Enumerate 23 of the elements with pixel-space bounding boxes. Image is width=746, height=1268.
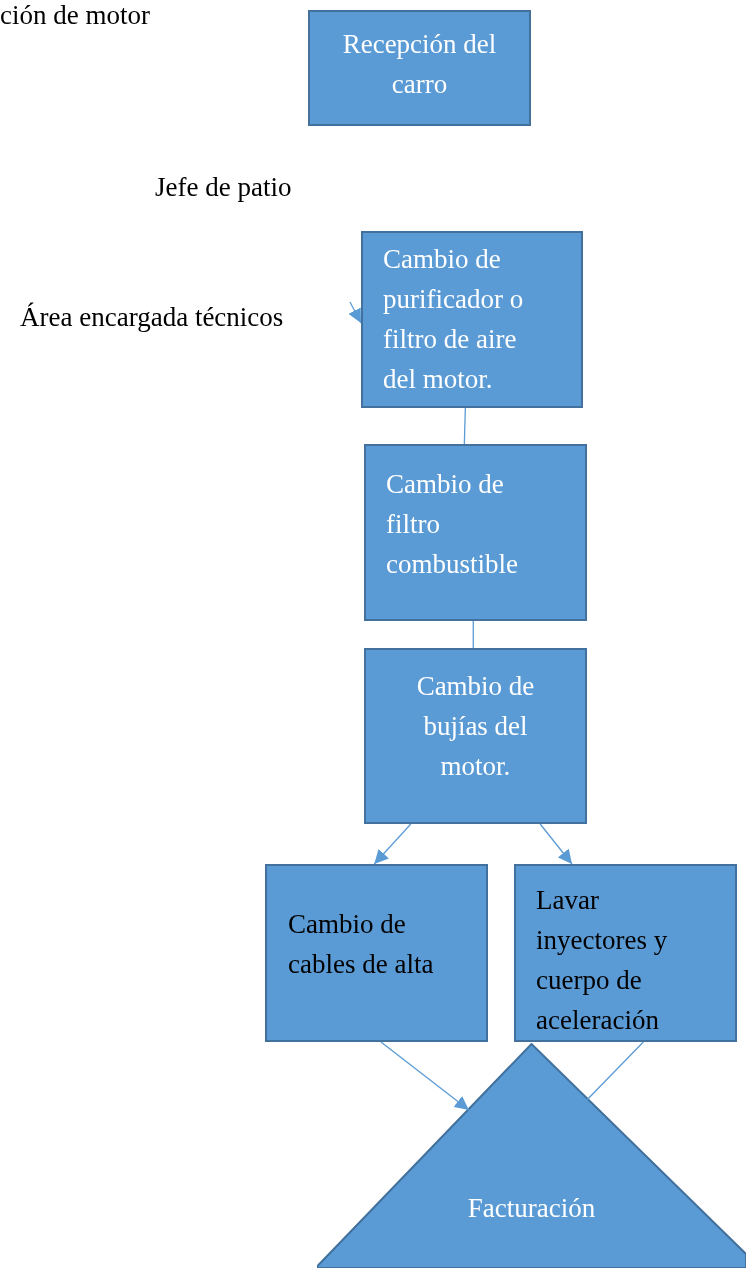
annotation-text: Área encargada técnicos [20, 301, 284, 334]
arrow [539, 823, 573, 865]
process-box [308, 10, 531, 126]
connector-line [586, 1041, 644, 1101]
connector-line [472, 620, 474, 649]
process-box [364, 444, 587, 621]
annotation-text: ción de motor [0, 0, 150, 32]
process-box [361, 231, 583, 408]
arrow [380, 1041, 470, 1111]
annotation-text: Jefe de patio [155, 171, 292, 204]
node-text: Facturación [466, 1192, 597, 1225]
node-text: Cambio de cables de alta [288, 908, 435, 981]
node-text: Cambio de filtro combustible [386, 468, 519, 581]
node-text: Cambio de purificador o filtro de aire del motor. [383, 243, 525, 396]
process-box [364, 648, 587, 824]
node-text: Cambio de bujías del motor. [415, 670, 536, 783]
node-text: Recepción del carro [341, 28, 498, 101]
node-text: Lavar inyectores y cuerpo de aceleración [536, 884, 669, 1037]
process-box [514, 864, 737, 1042]
arrow [373, 823, 412, 865]
process-box [265, 864, 488, 1042]
connector-line [463, 407, 466, 445]
arrow [348, 301, 362, 324]
